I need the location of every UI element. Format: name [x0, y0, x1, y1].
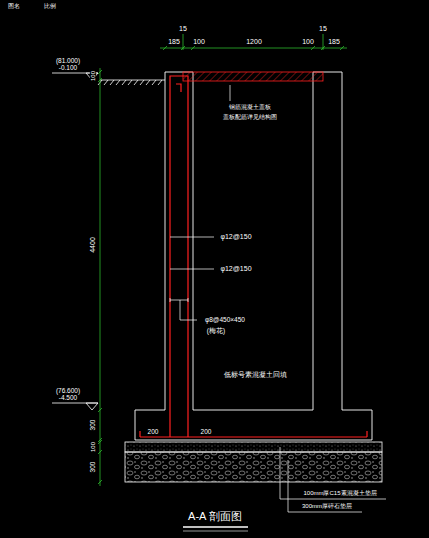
concrete-outline [193, 410, 313, 411]
dimension-text: 15 [318, 25, 328, 32]
dimension-text: 300 [90, 419, 97, 432]
dimension-line [340, 46, 344, 50]
dimension-text: 200 [200, 429, 213, 436]
leader-line [170, 300, 188, 301]
note-text: 盖板配筋详见结构图 [222, 114, 278, 120]
sheet-note: 图名 [7, 3, 21, 9]
dimension-text: 4400 [89, 236, 96, 254]
rebar-label: φ8@450×450 [204, 317, 246, 324]
dimension-line [100, 68, 101, 486]
ground-line [128, 80, 132, 85]
cover-slab [183, 72, 323, 81]
dimension-line [311, 46, 315, 50]
leader-line [170, 85, 386, 512]
dimension-line [98, 480, 102, 484]
rebar-label: φ12@150 [219, 233, 252, 240]
section-title: A-A 剖面图 [187, 511, 243, 523]
leader-line [170, 298, 188, 302]
dimension-line [191, 46, 195, 50]
sheet-note: 比例 [43, 3, 57, 9]
rebar-label: (梅花) [206, 328, 226, 335]
layer-note: 300mm厚碎石垫层 [301, 503, 353, 509]
dimension-line [98, 46, 344, 484]
leader-line [230, 85, 231, 101]
concrete-outline [135, 72, 372, 440]
title-underline [183, 531, 248, 532]
elevation-text: (76.600) [55, 388, 81, 395]
dimension-text: 100 [90, 441, 96, 453]
dimension-text: 1200 [245, 38, 263, 45]
leader-line [170, 237, 214, 238]
rebar [140, 76, 367, 437]
ground-line [104, 80, 108, 85]
dimension-line [98, 408, 102, 412]
note-text: 钢筋混凝土盖板 [228, 104, 272, 110]
note-text: 低标号素混凝土回填 [223, 372, 288, 379]
dimension-line [323, 34, 324, 50]
elevation-mark [86, 403, 98, 410]
ground-line [122, 80, 126, 85]
dimension-line [160, 48, 347, 49]
dimension-text: 185 [167, 38, 181, 45]
leader-line [180, 300, 197, 320]
rebar [366, 431, 367, 437]
concrete-cushion [125, 442, 382, 452]
rebar [170, 76, 188, 437]
dimension-text: 200 [147, 429, 160, 436]
dimension-line [98, 34, 347, 486]
ground-line [152, 80, 156, 85]
leader-line [170, 269, 214, 270]
ground-line [134, 80, 138, 85]
ground-line [98, 80, 165, 85]
concrete-outline [135, 72, 372, 440]
gravel-bed [125, 452, 382, 482]
elevation-mark [52, 73, 98, 410]
leader-line [288, 460, 362, 512]
title-underline [183, 527, 248, 531]
elevation-text: -4.500 [58, 395, 78, 402]
ground-line [140, 80, 144, 85]
dimension-line [98, 450, 102, 454]
rebar [139, 431, 140, 437]
rebar [176, 84, 181, 92]
dimension-text: 100 [192, 38, 206, 45]
rebar-label: φ12@150 [219, 265, 252, 272]
title-underline [183, 526, 248, 528]
elevation-text: (81.000) [55, 58, 81, 65]
dimension-line [98, 438, 102, 442]
dimension-line [183, 34, 184, 50]
ground-line [116, 80, 120, 85]
rebar [140, 436, 367, 437]
leader-line [280, 447, 386, 499]
dimension-text: 100 [301, 38, 315, 45]
ground-line [110, 80, 114, 85]
concrete-outline [165, 72, 193, 410]
layer-note: 100mm厚C15素混凝土垫层 [302, 490, 377, 496]
dimension-text: 300 [90, 461, 97, 474]
ground-line [146, 80, 150, 85]
dimension-line [98, 440, 102, 444]
dimension-line [98, 70, 102, 74]
ground-line [158, 80, 162, 85]
dimension-line [98, 78, 102, 82]
dimension-text: 15 [178, 25, 188, 32]
elevation-text: -0.100 [58, 65, 78, 72]
dimension-text: 185 [327, 38, 341, 45]
dimension-line [163, 46, 167, 50]
ground-line [98, 80, 162, 85]
dimension-text: 100 [90, 70, 96, 82]
